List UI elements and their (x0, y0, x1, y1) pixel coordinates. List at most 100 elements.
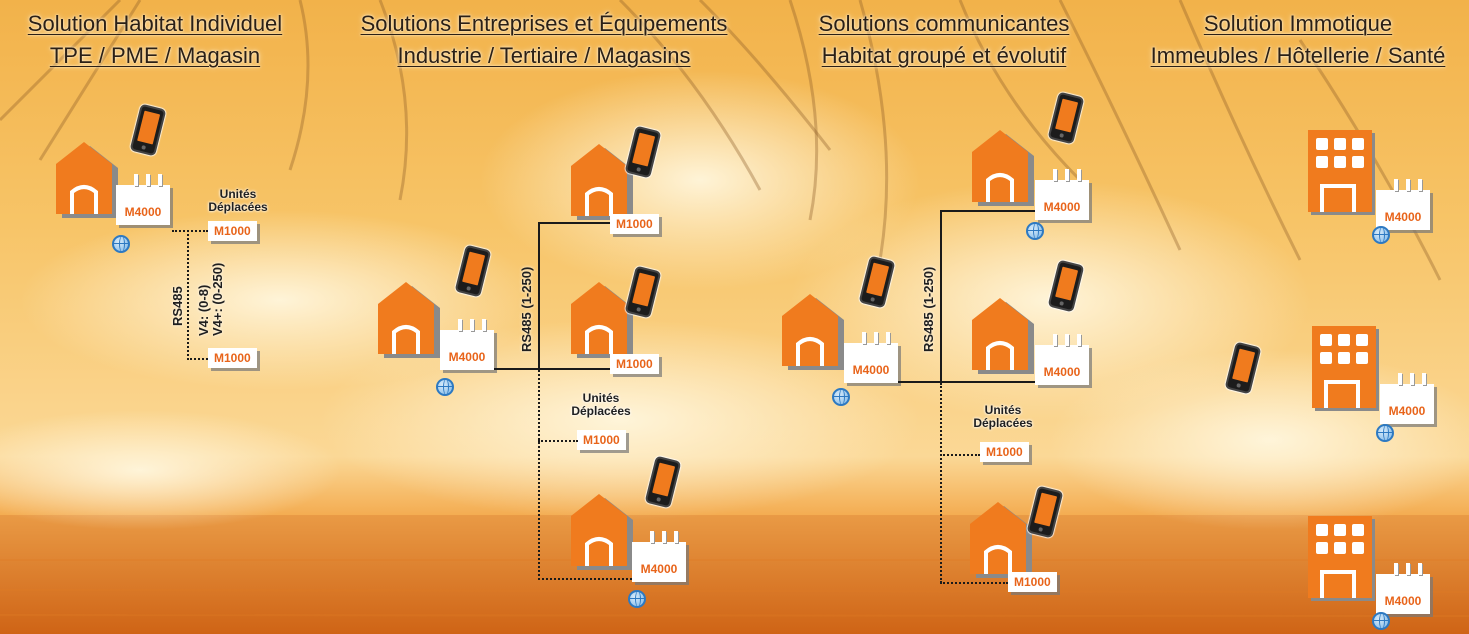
connection-line (940, 454, 980, 456)
v4plus-label: V4+: (0-250) (210, 262, 225, 336)
heading-title: Solution Habitat Individuel (27, 11, 283, 36)
m1000-unit: M1000 (610, 354, 659, 374)
antenna-icon (1053, 169, 1057, 181)
antenna-icon (458, 319, 462, 331)
device-label: M4000 (448, 350, 486, 364)
device-label: M4000 (640, 562, 678, 576)
device-label: M4000 (1384, 210, 1422, 224)
antenna-icon (862, 332, 866, 344)
antenna-icon (134, 174, 138, 186)
device-label: M4000 (1043, 200, 1081, 214)
heading-immotique: Solution Immotique Immeubles / Hôtelleri… (1128, 8, 1468, 72)
antenna-icon (158, 174, 162, 186)
m1000-unit: M1000 (577, 430, 626, 450)
connection-line (538, 578, 632, 580)
antenna-icon (1406, 563, 1410, 575)
house-icon (378, 282, 440, 358)
heading-subtitle: Industrie / Tertiaire / Magasins (397, 43, 691, 68)
m4000-unit: M4000 (440, 319, 494, 370)
antenna-icon (1077, 169, 1081, 181)
antenna-icon (1398, 373, 1402, 385)
device-label: M4000 (124, 205, 162, 219)
device-label: M4000 (852, 363, 890, 377)
heading-title: Solutions Entreprises et Équipements (360, 11, 728, 36)
globe-icon (628, 590, 646, 608)
globe-icon (1372, 612, 1390, 630)
antenna-icon (1418, 179, 1422, 191)
antenna-icon (1053, 334, 1057, 346)
heading-subtitle: Immeubles / Hôtellerie / Santé (1150, 43, 1446, 68)
heading-habitat-individuel: Solution Habitat Individuel TPE / PME / … (8, 8, 302, 72)
connection-line (940, 383, 942, 583)
m4000-unit: M4000 (844, 332, 898, 383)
heading-subtitle: TPE / PME / Magasin (49, 43, 261, 68)
globe-icon (832, 388, 850, 406)
heading-subtitle: Habitat groupé et évolutif (821, 43, 1067, 68)
device-label: M4000 (1043, 365, 1081, 379)
globe-icon (1376, 424, 1394, 442)
antenna-icon (1410, 373, 1414, 385)
antenna-icon (1394, 179, 1398, 191)
antenna-icon (1065, 169, 1069, 181)
m4000-unit: M4000 (1376, 563, 1430, 614)
connection-line (940, 582, 1008, 584)
bus-line (898, 381, 1035, 383)
m4000-unit: M4000 (116, 174, 170, 225)
bus-line (940, 210, 942, 382)
building-icon (1312, 326, 1379, 411)
antenna-icon (482, 319, 486, 331)
device-label: M4000 (1388, 404, 1426, 418)
house-icon (972, 298, 1034, 374)
m1000-unit: M1000 (980, 442, 1029, 462)
bus-line (538, 222, 540, 370)
house-icon (970, 502, 1032, 578)
house-icon (571, 494, 633, 570)
antenna-icon (650, 531, 654, 543)
antenna-icon (874, 332, 878, 344)
rs485-range-label: RS485 (1-250) (519, 266, 534, 352)
rs485-range-label: RS485 (1-250) (921, 266, 936, 352)
connection-line (187, 358, 208, 360)
connection-line (187, 230, 189, 360)
rs485-label: RS485 (170, 286, 185, 326)
antenna-icon (1394, 563, 1398, 575)
house-icon (782, 294, 844, 370)
bus-line (940, 210, 1035, 212)
globe-icon (1372, 226, 1390, 244)
house-icon (571, 144, 633, 220)
house-icon (972, 130, 1034, 206)
globe-icon (112, 235, 130, 253)
antenna-icon (146, 174, 150, 186)
antenna-icon (674, 531, 678, 543)
connection-line (538, 370, 540, 580)
bus-line (538, 222, 610, 224)
m4000-unit: M4000 (1376, 179, 1430, 230)
building-icon (1308, 516, 1375, 601)
m1000-unit: M1000 (208, 348, 257, 368)
antenna-icon (1077, 334, 1081, 346)
m4000-unit: M4000 (1380, 373, 1434, 424)
m4000-unit: M4000 (1035, 334, 1089, 385)
bus-line (494, 368, 610, 370)
m1000-unit: M1000 (1008, 572, 1057, 592)
v4-label: V4: (0-8) (196, 284, 211, 336)
house-icon (56, 142, 118, 218)
antenna-icon (1065, 334, 1069, 346)
heading-title: Solutions communicantes (818, 11, 1070, 36)
globe-icon (436, 378, 454, 396)
m4000-unit: M4000 (1035, 169, 1089, 220)
m1000-unit: M1000 (610, 214, 659, 234)
antenna-icon (1422, 373, 1426, 385)
antenna-icon (886, 332, 890, 344)
connection-line (538, 440, 578, 442)
building-icon (1308, 130, 1375, 215)
globe-icon (1026, 222, 1044, 240)
heading-communicantes: Solutions communicantes Habitat groupé e… (796, 8, 1092, 72)
m1000-unit: M1000 (208, 221, 257, 241)
antenna-icon (1418, 563, 1422, 575)
heading-title: Solution Immotique (1203, 11, 1393, 36)
connection-line (172, 230, 208, 232)
